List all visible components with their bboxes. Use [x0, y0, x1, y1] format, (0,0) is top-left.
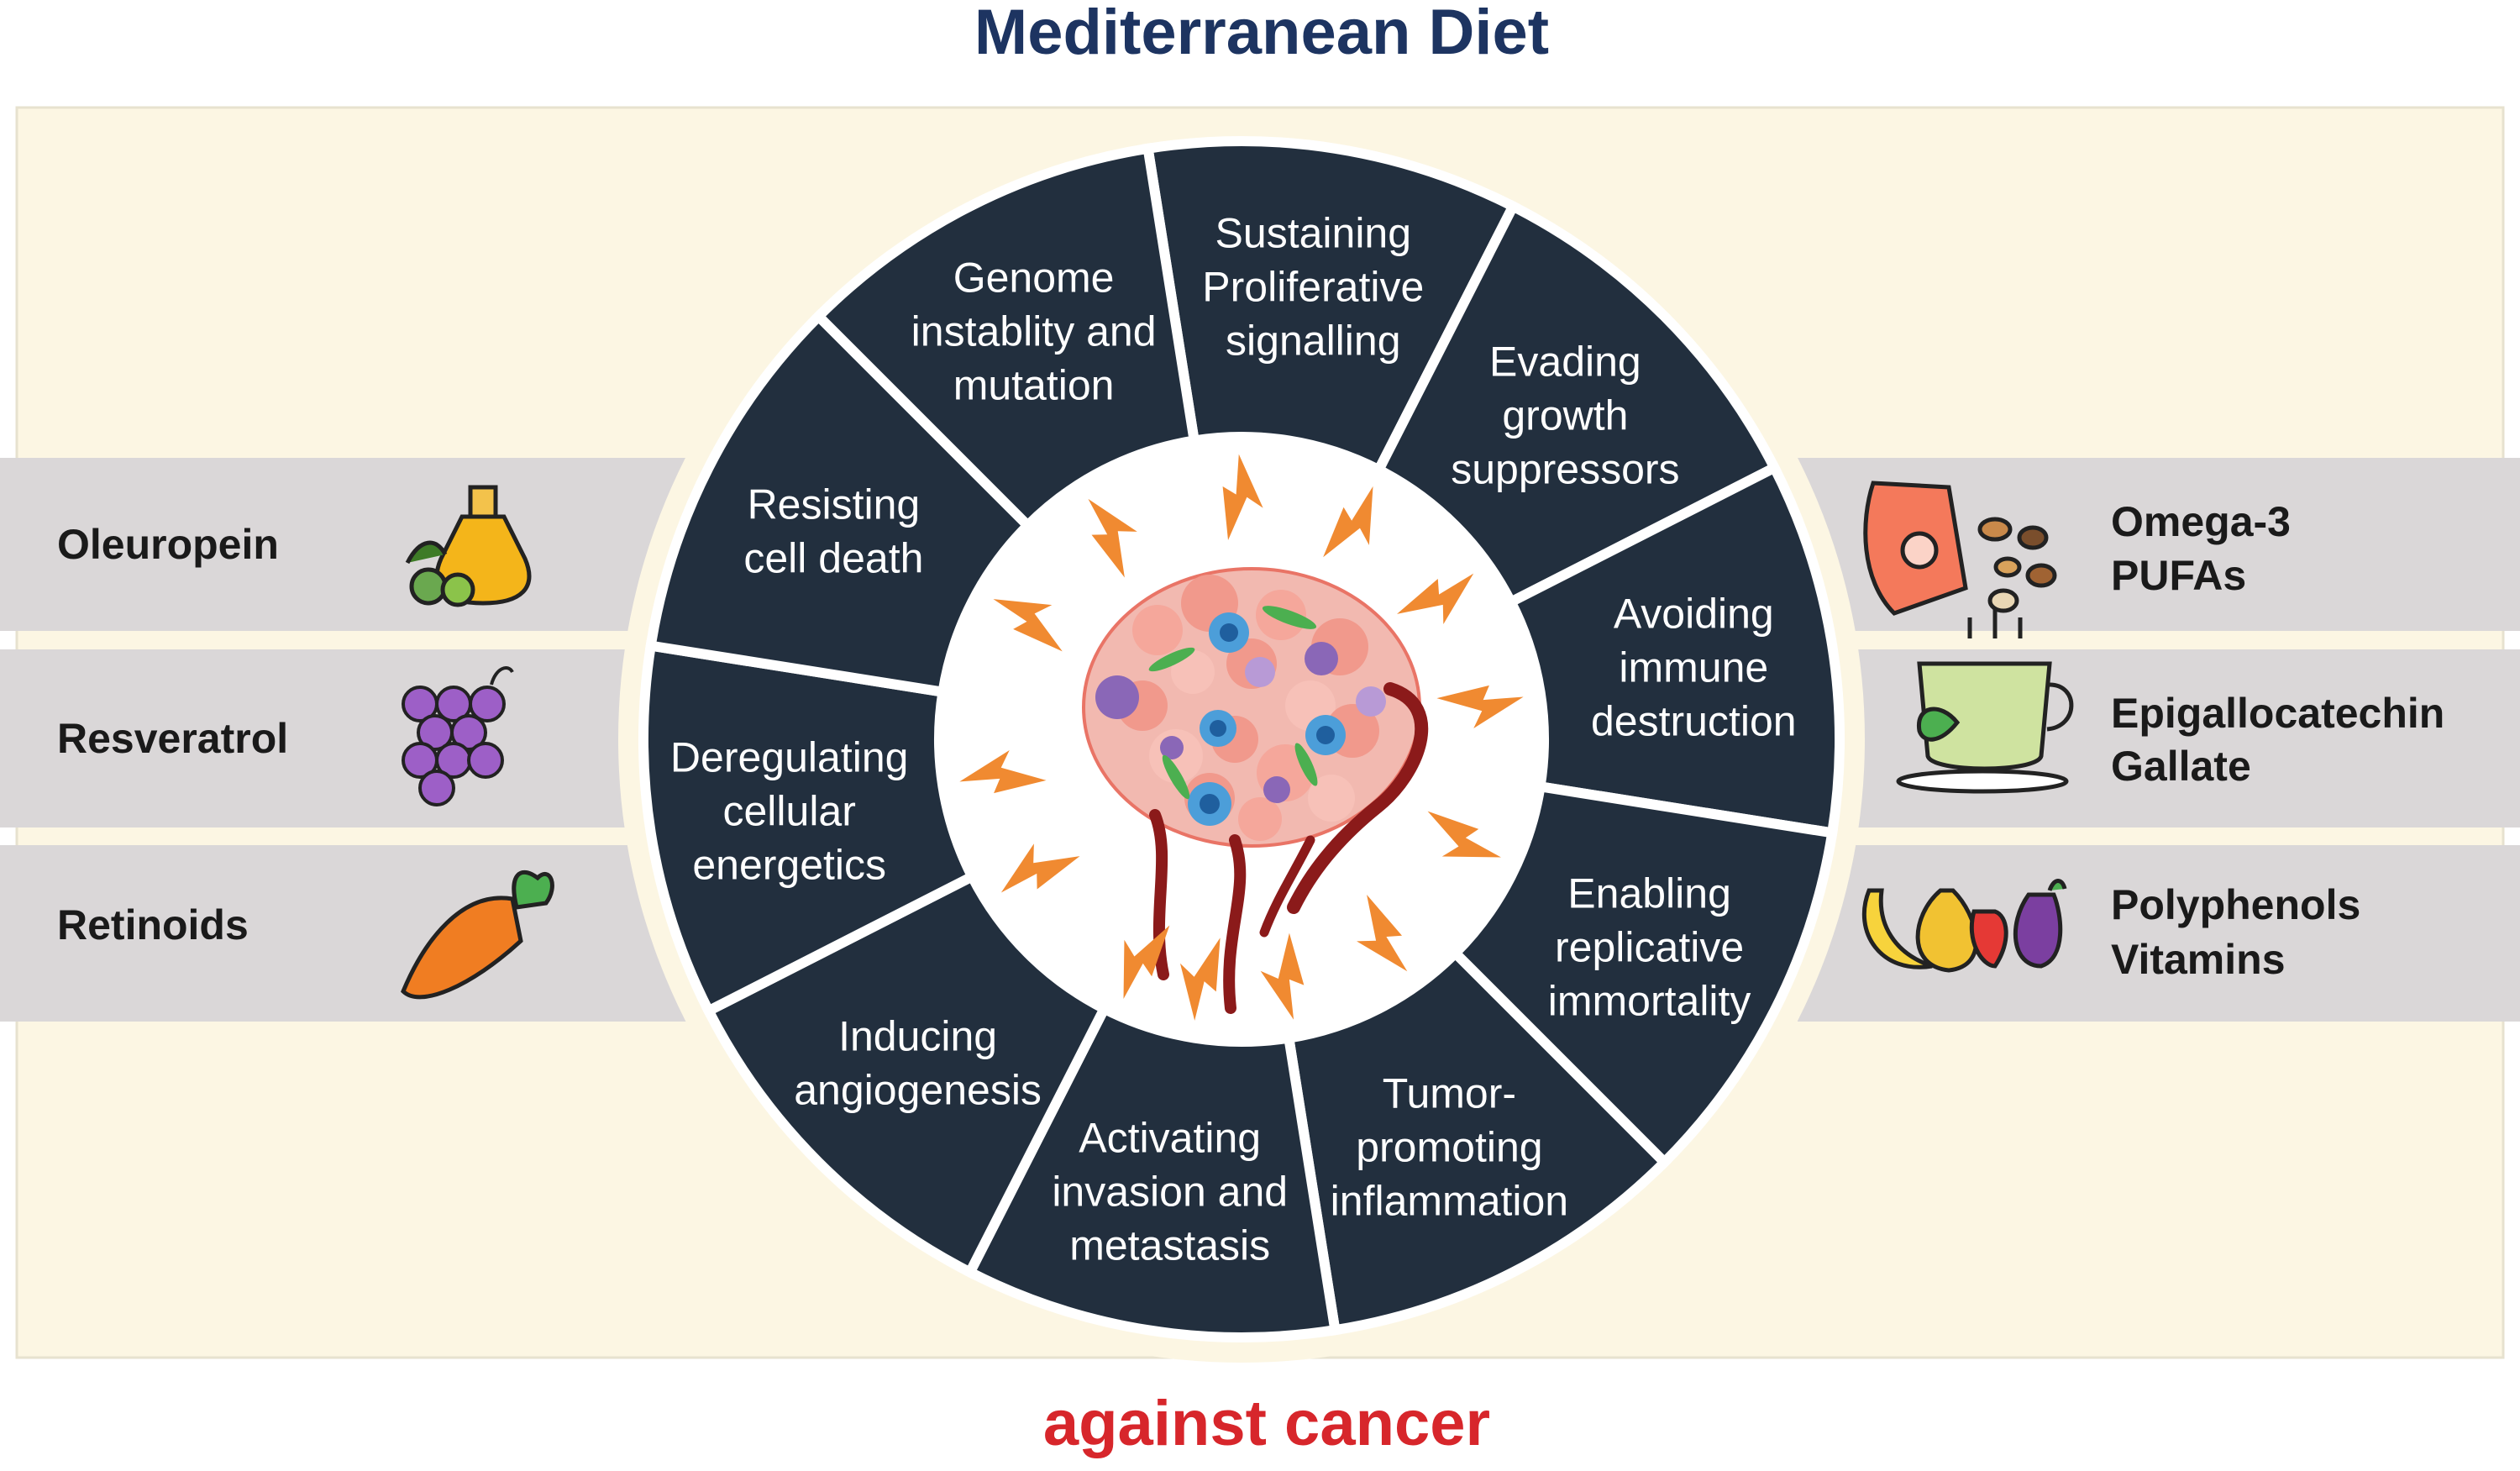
- lightning-bolt-icon: [1123, 925, 1170, 999]
- lightning-bolt-icon: [1436, 685, 1524, 728]
- hallmark-segment: [1283, 946, 1672, 1337]
- hallmark-label: inflammation: [1331, 1178, 1568, 1225]
- left-compound-retinoids: Retinoids: [57, 869, 554, 1000]
- compound-label-polyphenols-line1: Polyphenols: [2111, 881, 2360, 928]
- hallmark-label: mutation: [953, 361, 1115, 408]
- compound-label-omega3-line1: Omega-3: [2111, 498, 2291, 545]
- band-left-2: [0, 649, 689, 827]
- lightning-bolt-icon: [1222, 454, 1263, 541]
- diagram-title: Mediterranean Diet: [974, 0, 1549, 68]
- fruits-icon: [1861, 879, 2067, 973]
- hallmark-segment: [1504, 460, 1845, 839]
- hallmark-label: immune: [1619, 644, 1768, 691]
- band-left-1: [0, 458, 689, 631]
- left-compound-resveratrol: Resveratrol: [57, 666, 514, 806]
- lightning-bolt-icon: [1088, 498, 1137, 578]
- lightning-bolt-icon: [993, 599, 1063, 652]
- hallmark-label: Enabling: [1567, 869, 1731, 917]
- left-bands: [0, 458, 689, 1022]
- compound-label-resveratrol: Resveratrol: [57, 715, 288, 762]
- lightning-bolt-icon: [1000, 843, 1080, 893]
- hallmark-label: suppressors: [1451, 446, 1679, 493]
- lightning-bolts: [959, 454, 1524, 1021]
- hallmark-segment: [963, 1001, 1341, 1342]
- compound-label-oleuropein: Oleuropein: [57, 521, 279, 568]
- compound-label-egcg-line1: Epigallocatechin: [2111, 690, 2444, 737]
- olive-oil-icon: [405, 485, 532, 607]
- hallmark-label: Resisting: [748, 481, 921, 528]
- hallmark-label: Inducing: [838, 1012, 997, 1059]
- hallmark-label: Deregulating: [670, 733, 909, 780]
- band-right-2: [1798, 649, 2520, 827]
- salmon-nuts-icon: [1863, 481, 2057, 616]
- hallmark-label: Activating: [1079, 1114, 1261, 1161]
- compound-label-egcg-line2: Gallate: [2111, 743, 2251, 790]
- hallmark-label: Genome: [953, 254, 1115, 301]
- hallmark-label: Evading: [1489, 339, 1641, 386]
- hallmark-segment: [644, 309, 1035, 698]
- lightning-bolt-icon: [959, 750, 1047, 794]
- hallmark-label: Proliferative: [1202, 264, 1424, 311]
- hallmark-label: Avoiding: [1614, 591, 1774, 638]
- hallmark-label: signalling: [1226, 318, 1400, 365]
- hallmark-segment: [811, 142, 1200, 533]
- fibroblasts: [1148, 606, 1318, 800]
- hallmark-segment: [1372, 199, 1782, 609]
- band-right-3: [1798, 845, 2520, 1022]
- compound-label-retinoids: Retinoids: [57, 901, 249, 948]
- left-compound-oleuropein: Oleuropein: [57, 485, 532, 607]
- hallmark-label: cell death: [743, 535, 923, 582]
- lightning-bolt-icon: [1357, 895, 1408, 972]
- hallmark-segment: [1448, 780, 1839, 1169]
- hallmark-label: promoting: [1356, 1124, 1542, 1171]
- compound-label-omega3-line2: PUFAs: [2111, 552, 2246, 599]
- lightning-bolt-icon: [1323, 486, 1373, 558]
- compound-label-polyphenols-line2: Vitamins: [2111, 936, 2286, 983]
- right-compound-egcg: Epigallocatechin Gallate: [1896, 609, 2444, 794]
- blood-vessels: [1149, 682, 1429, 1014]
- right-compound-omega3: Omega-3 PUFAs: [1863, 481, 2291, 616]
- hallmark-label: instablity and: [911, 307, 1157, 355]
- tumor-microenvironment-icon: [1082, 567, 1429, 1014]
- hallmark-label: growth: [1502, 392, 1628, 439]
- hallmark-segment: [701, 869, 1111, 1279]
- right-compound-polyphenols: Polyphenols Vitamins: [1861, 879, 2360, 983]
- lightning-bolt-icon: [1260, 933, 1305, 1020]
- hallmark-label: angiogenesis: [794, 1066, 1042, 1113]
- hallmark-label: destruction: [1591, 698, 1797, 745]
- hallmark-label: invasion and: [1052, 1168, 1288, 1215]
- hallmark-label: Tumor-: [1383, 1070, 1516, 1117]
- hallmark-label: replicative: [1555, 923, 1744, 970]
- carrot-icon: [401, 869, 554, 1000]
- lightning-bolt-icon: [1397, 573, 1474, 624]
- hallmark-label: energetics: [692, 841, 886, 888]
- diagram-subtitle: against cancer: [1043, 1388, 1490, 1459]
- band-left-3: [0, 845, 689, 1022]
- hallmark-label: metastasis: [1069, 1221, 1270, 1269]
- hallmark-label: Sustaining: [1215, 210, 1412, 257]
- green-tea-icon: [1896, 609, 2074, 794]
- hallmark-segment: [1142, 136, 1520, 477]
- lightning-bolt-icon: [1427, 811, 1501, 858]
- immune-cells: [1095, 612, 1386, 826]
- hallmark-label: immortality: [1548, 977, 1751, 1024]
- lightning-bolt-icon: [1179, 938, 1221, 1021]
- hallmark-label: cellular: [722, 787, 855, 834]
- grapes-icon: [402, 666, 514, 806]
- hallmark-segment: [638, 639, 979, 1018]
